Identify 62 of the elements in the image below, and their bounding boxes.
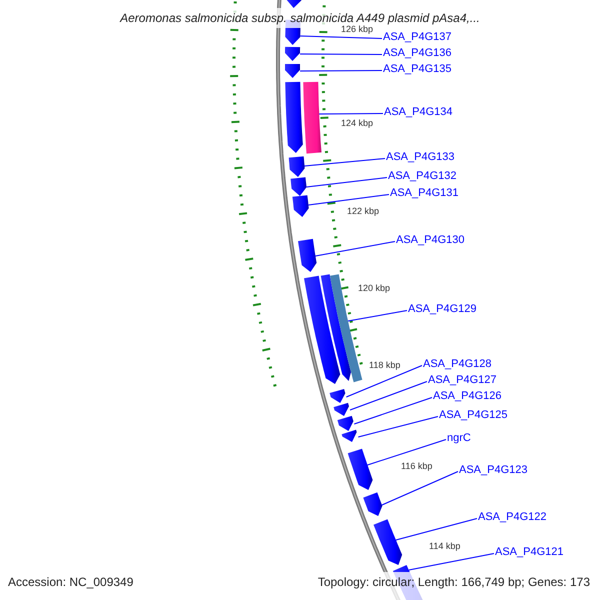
leader-line	[366, 439, 446, 466]
gene-feature	[285, 64, 300, 78]
gene-feature	[330, 389, 346, 403]
gene-label: ASA_P4G126	[433, 390, 502, 403]
leader-line	[348, 310, 408, 322]
scale-label: 118 kbp	[368, 360, 402, 370]
leader-line	[350, 381, 428, 410]
gene-label: ngrC	[447, 432, 471, 445]
gene-label: ASA_P4G121	[495, 546, 564, 559]
gene-label: ASA_P4G134	[384, 106, 452, 119]
gene-feature	[320, 274, 351, 381]
gene-feature	[292, 195, 309, 217]
gene-feature	[374, 519, 402, 565]
leader-line	[300, 36, 382, 39]
gene-feature	[348, 448, 373, 490]
gene-label: ASA_P4G133	[386, 151, 454, 164]
gene-feature	[334, 402, 349, 416]
leader-line	[318, 113, 384, 114]
gene-feature	[342, 430, 357, 442]
accession-text: Accession: NC_009349	[8, 575, 134, 589]
diagram-title: Aeromonas salmonicida subsp. salmonicida A449 plasmid pAsa4,...	[120, 11, 480, 25]
gene-label: ASA_P4G125	[439, 409, 508, 422]
gene-feature	[290, 177, 306, 196]
leader-line	[300, 54, 382, 55]
gene-feature	[288, 156, 305, 177]
leader-line	[300, 70, 382, 72]
gene-label: ASA_P4G136	[383, 47, 452, 60]
leader-line	[381, 471, 458, 506]
leader-line	[308, 194, 390, 206]
gene-label: ASA_P4G131	[390, 187, 458, 200]
gene-feature	[285, 82, 303, 153]
scale-label: 120 kbp	[357, 283, 392, 293]
gene-label: ASA_P4G128	[423, 358, 492, 371]
summary-text: Topology: circular; Length: 166,749 bp; Genes: 173	[318, 575, 590, 589]
gene-feature	[286, 0, 302, 8]
gene-label: ASA_P4G137	[383, 31, 452, 44]
leader-line	[354, 397, 432, 424]
scale-label: 114 kbp	[428, 541, 462, 551]
gene-label: ASA_P4G129	[408, 303, 476, 316]
gene-label: ASA_P4G127	[428, 374, 496, 387]
gene-feature	[285, 46, 300, 61]
scale-label: 122 kbp	[346, 206, 380, 216]
leader-line	[304, 158, 386, 166]
gene-feature	[298, 238, 317, 272]
leader-line	[395, 518, 478, 540]
scale-label: 124 kbp	[340, 118, 374, 128]
gene-label: ASA_P4G122	[478, 511, 546, 524]
gene-label: ASA_P4G135	[383, 63, 452, 76]
gene-feature	[304, 276, 340, 384]
gene-label: ASA_P4G123	[459, 464, 528, 477]
gene-feature	[337, 416, 354, 431]
feature-bar	[303, 82, 322, 154]
leader-line	[346, 365, 422, 398]
leader-line	[358, 416, 438, 438]
gene-label: ASA_P4G130	[396, 234, 464, 247]
leader-line	[314, 241, 396, 256]
scale-label: 126 kbp	[340, 24, 374, 34]
gene-label: ASA_P4G132	[388, 170, 456, 183]
gene-feature	[363, 492, 382, 516]
leader-line	[306, 177, 388, 188]
scale-label: 116 kbp	[400, 461, 434, 471]
leader-line	[408, 553, 494, 570]
